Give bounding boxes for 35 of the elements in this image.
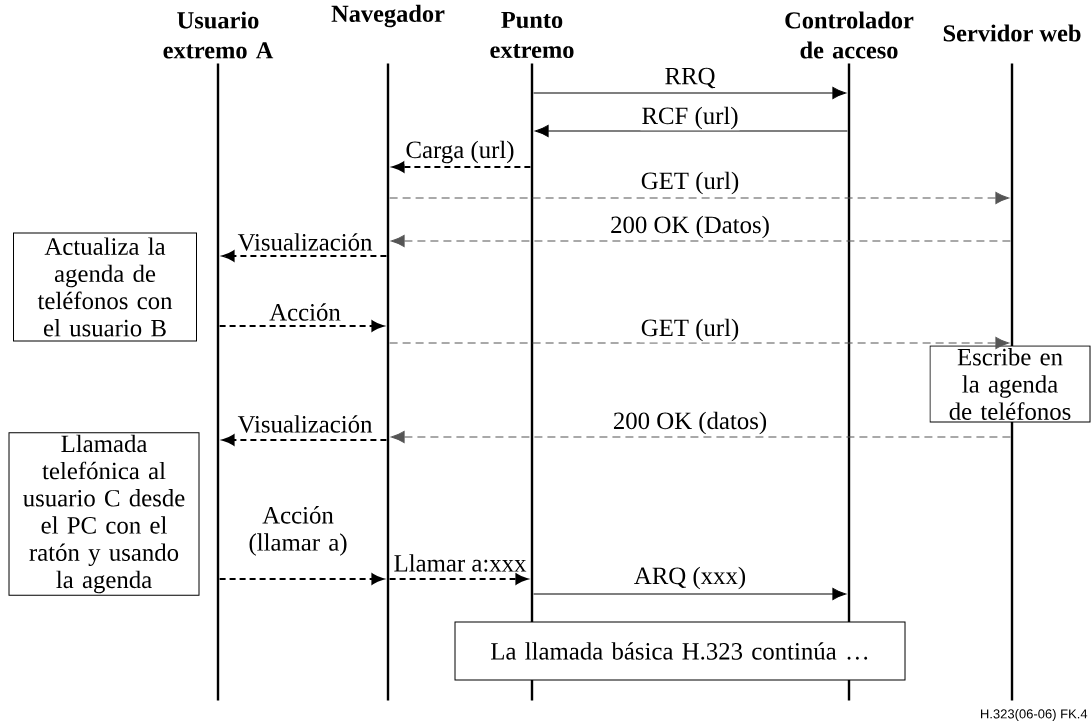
- edge-label: ARQ (xxx): [632, 565, 748, 591]
- edge-label: GET (url): [639, 317, 741, 343]
- message-arrow: [533, 86, 847, 100]
- edge-label: Acción (llamar a): [232, 505, 364, 557]
- edge-label: Llamar a:xxx: [392, 553, 528, 573]
- participant-label: Navegador: [331, 4, 445, 28]
- edge-label: 200 OK (Datos): [609, 214, 771, 240]
- message-arrow: [222, 434, 387, 446]
- message-arrow: [389, 573, 528, 585]
- message-arrow: [534, 124, 848, 138]
- message-arrow: [390, 234, 1011, 248]
- message-arrow: [533, 587, 847, 601]
- message-arrow: [390, 430, 1011, 444]
- participant-label: Usuario extremo A: [163, 11, 274, 59]
- message-arrow: [389, 191, 1010, 205]
- edge-label: Carga (url): [404, 139, 516, 165]
- participant-label: Servidor web: [943, 24, 1081, 42]
- edge-label: GET (url): [639, 170, 741, 196]
- note-box: La llamada básica H.323 continúa …: [454, 621, 906, 681]
- participant-label: Punto extremo: [490, 11, 574, 59]
- edge-label: RRQ: [663, 66, 717, 90]
- message-arrow: [389, 336, 1010, 350]
- edge-label: Acción: [268, 302, 342, 322]
- message-arrow: [219, 573, 384, 585]
- note-box: Llamada telefónica al usuario C desde el PC con el ratón y usando la agenda: [8, 432, 200, 596]
- edge-label: Visualización: [236, 414, 374, 434]
- note-box: Escribe en la agenda de teléfonos: [929, 345, 1091, 423]
- message-arrow: [219, 320, 384, 332]
- message-arrow: [392, 161, 531, 173]
- participant-label: Controlador de acceso: [785, 11, 914, 59]
- edge-label: 200 OK (datos): [611, 410, 769, 436]
- message-arrow: [222, 250, 387, 262]
- note-box: Actualiza la agenda de teléfonos con el usuario B: [13, 232, 197, 342]
- edge-label: RCF (url): [640, 105, 740, 131]
- edge-label: Visualización: [236, 232, 374, 252]
